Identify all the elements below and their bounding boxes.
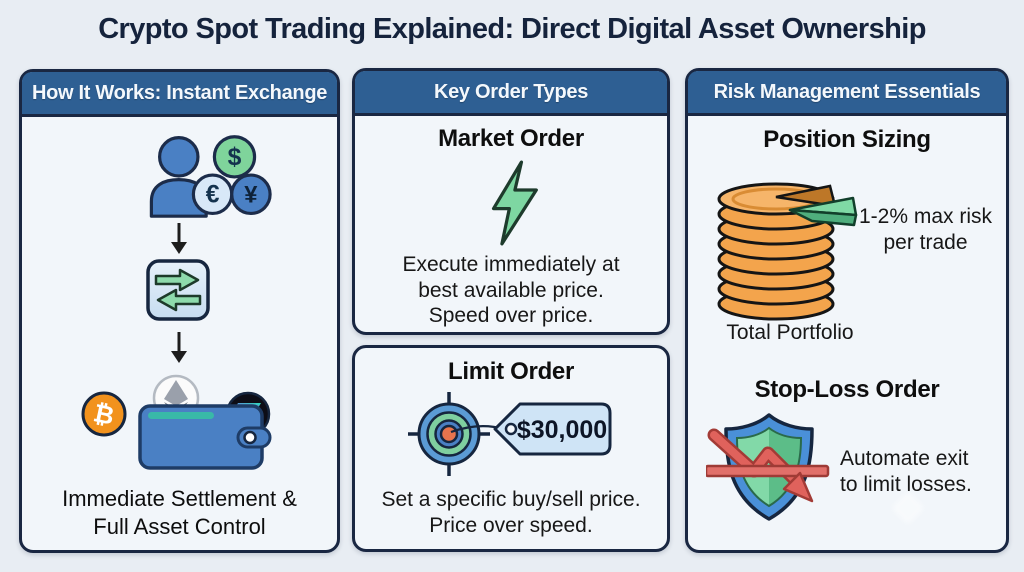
- euro-coin-icon: €: [191, 173, 234, 216]
- shield-declining-arrow-icon: [706, 413, 830, 521]
- stop-loss-title: Stop-Loss Order: [754, 376, 940, 403]
- stop-bar: [706, 464, 830, 478]
- risk-wedge-icon: [788, 196, 858, 227]
- panel-key-order-types: Key Order Types Market Order Execute imm…: [352, 68, 670, 335]
- down-arrow-icon: [171, 223, 187, 254]
- dollar-symbol: $: [228, 144, 242, 171]
- page-title: Crypto Spot Trading Explained: Direct Di…: [98, 13, 926, 45]
- panel-limit-order: Limit Order $30,000 Set a specific buy/s…: [352, 345, 670, 552]
- coin-stack-wedge-icon: [717, 182, 858, 321]
- panel-key-order-types-header: Key Order Types: [355, 71, 667, 116]
- price-tag-icon: $30,000: [493, 402, 612, 456]
- right-arrow: [154, 268, 200, 292]
- yen-symbol: ¥: [244, 182, 258, 208]
- how-it-works-caption: Immediate Settlement & Full Asset Contro…: [62, 486, 297, 539]
- wallet-icon: [138, 404, 272, 470]
- panel-how-it-works-header: How It Works: Instant Exchange: [22, 72, 337, 117]
- crosshair-target-icon: [408, 392, 490, 476]
- target-price-tag-icon: $30,000: [408, 392, 612, 476]
- market-order-title: Market Order: [438, 125, 584, 152]
- euro-symbol: €: [206, 181, 220, 208]
- coin-stack: [717, 182, 837, 321]
- stop-loss-note: Automate exit to limit losses.: [840, 447, 972, 496]
- panel-risk-management: Risk Management Essentials Position Sizi…: [685, 68, 1009, 553]
- exchange-arrows-icon: [146, 259, 210, 321]
- risk-note: 1-2% max risk per trade: [858, 205, 993, 254]
- coin-notch: [775, 184, 837, 208]
- price-tag-value: $30,000: [517, 416, 607, 444]
- person-icon: [149, 136, 208, 218]
- crypto-wallet-icon: ₿: [81, 374, 272, 470]
- panel-risk-management-header: Risk Management Essentials: [688, 71, 1006, 116]
- declining-arrow-icon: [706, 428, 830, 503]
- person-currency-icon: $ € ¥: [149, 135, 272, 218]
- bitcoin-coin-icon: ₿: [81, 391, 127, 437]
- down-arrow-icon: [171, 332, 187, 363]
- dollar-coin-icon: $: [212, 135, 257, 179]
- lightning-bolt-icon: [491, 160, 538, 246]
- left-arrow: [156, 288, 202, 312]
- limit-order-title: Limit Order: [447, 358, 575, 385]
- yen-coin-icon: ¥: [230, 173, 272, 216]
- panel-how-it-works: How It Works: Instant Exchange $ € ¥: [19, 69, 340, 553]
- position-sizing-title: Position Sizing: [763, 126, 931, 153]
- total-portfolio-label: Total Portfolio: [726, 321, 854, 344]
- limit-order-description: Set a specific buy/sell price. Price ove…: [381, 488, 641, 537]
- market-order-description: Execute immediately at best available pr…: [402, 253, 620, 328]
